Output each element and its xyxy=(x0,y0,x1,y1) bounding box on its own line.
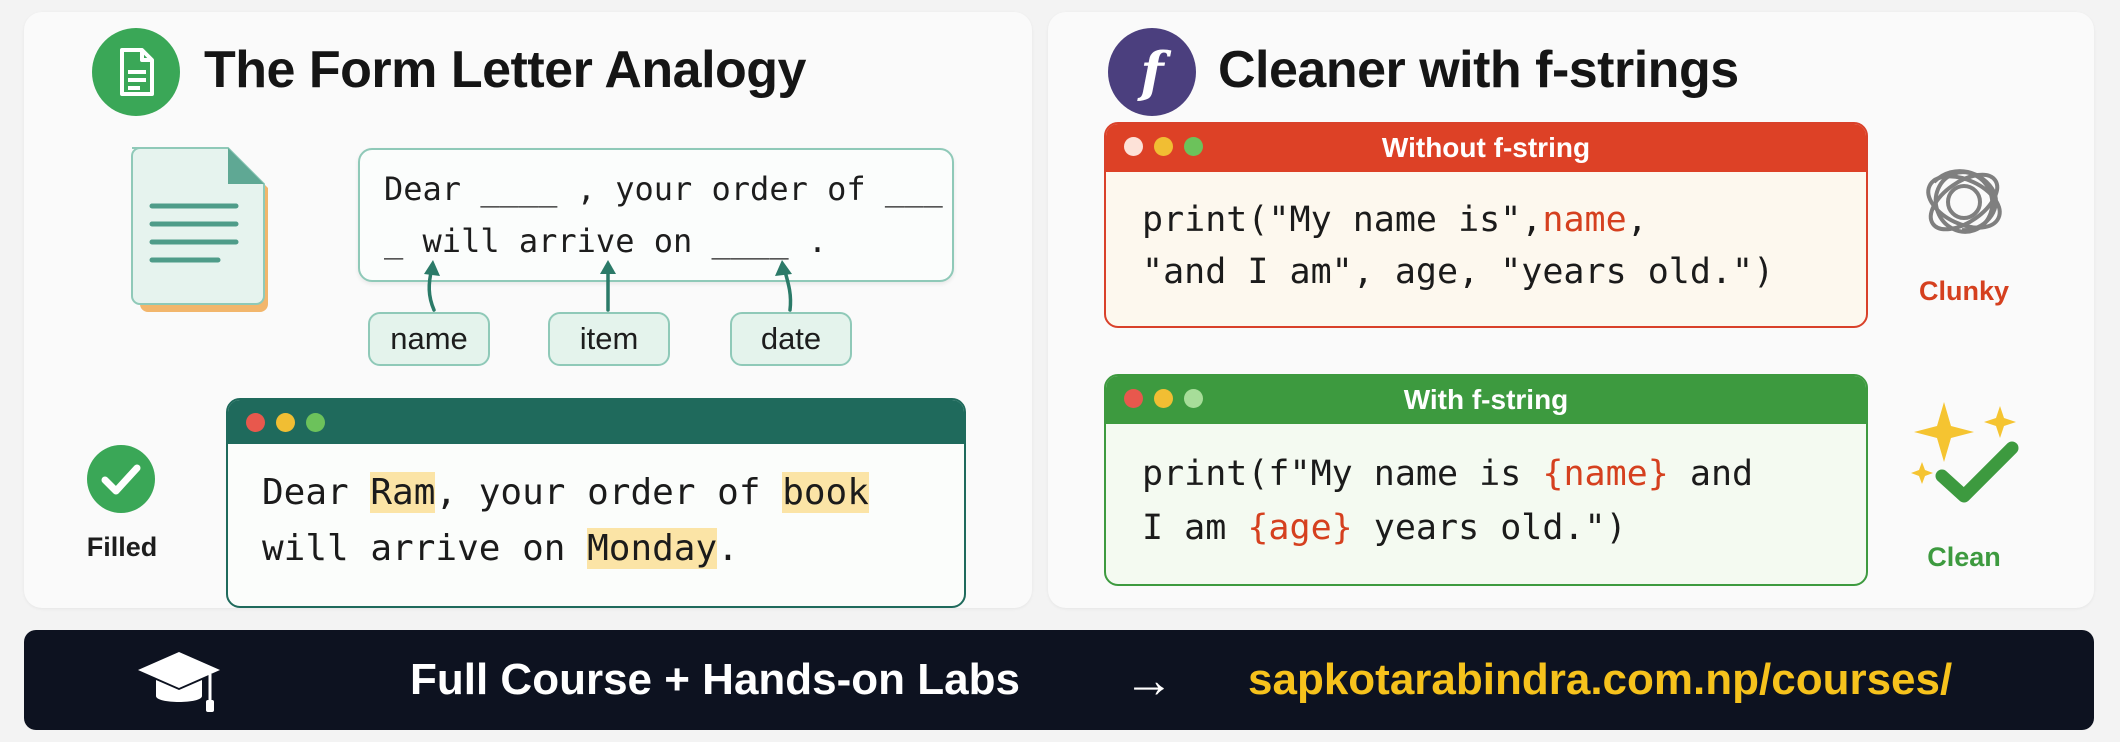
with-code-line-2: I am {age} years old.") xyxy=(1142,508,1627,548)
code-text: print("My name is", xyxy=(1142,200,1543,240)
filled-label: Filled xyxy=(86,532,158,562)
minimize-dot xyxy=(276,413,295,432)
maximize-dot xyxy=(306,413,325,432)
code-text: and xyxy=(1668,454,1754,494)
code-variable: {name} xyxy=(1542,454,1669,494)
filled-value-name: Ram xyxy=(370,472,436,513)
f-badge-icon: f xyxy=(1108,28,1196,116)
code-text: , xyxy=(1626,200,1648,240)
with-fstring-header: With f-string xyxy=(1403,384,1569,415)
close-dot xyxy=(1124,389,1143,408)
close-dot xyxy=(1124,137,1143,156)
course-banner-text: Full Course + Hands-on Labs xyxy=(410,655,1020,704)
template-line-2: _ will arrive on ____ . xyxy=(384,222,828,260)
without-fstring-header: Without f-string xyxy=(1381,132,1591,163)
with-fstring-titlebar: With f-string xyxy=(1106,376,1866,424)
check-circle-icon xyxy=(86,444,156,514)
sparkle-check-icon xyxy=(1908,396,2028,516)
with-code-line-1: print(f"My name is {name} and xyxy=(1142,454,1753,494)
minimize-dot xyxy=(1154,137,1173,156)
without-code-line-1: print("My name is",name, xyxy=(1142,200,1648,240)
filled-line-1: Dear Ram, your order of book xyxy=(262,472,869,513)
knot-icon xyxy=(1914,152,2014,252)
placeholder-item: item xyxy=(548,312,670,366)
f-badge-letter: f xyxy=(1140,40,1164,104)
filled-text: . xyxy=(717,528,739,569)
form-letter-panel: The Form Letter Analogy Dear ____ , your… xyxy=(24,12,1032,608)
filled-text: Dear xyxy=(262,472,371,513)
code-text: I am xyxy=(1142,508,1248,548)
fstring-panel: f Cleaner with f-strings Without f-strin… xyxy=(1048,12,2094,608)
template-line-1: Dear ____ , your order of ___ xyxy=(384,170,943,208)
document-badge-icon xyxy=(92,28,180,116)
close-dot xyxy=(246,413,265,432)
clean-label: Clean xyxy=(1927,542,2001,572)
filled-letter-window: Dear Ram, your order of book will arrive… xyxy=(226,398,966,608)
code-text: years old.") xyxy=(1352,508,1627,548)
filled-text: will arrive on xyxy=(262,528,588,569)
placeholder-name: name xyxy=(368,312,490,366)
clunky-label: Clunky xyxy=(1918,276,2010,306)
course-url-link[interactable]: sapkotarabindra.com.np/courses/ xyxy=(1248,655,1953,704)
filled-line-2: will arrive on Monday. xyxy=(262,528,739,569)
placeholder-arrows xyxy=(424,260,793,312)
maximize-dot xyxy=(1184,137,1203,156)
code-variable: name xyxy=(1542,200,1627,240)
filled-window-titlebar xyxy=(228,400,964,444)
without-code-line-2: "and I am", age, "years old.") xyxy=(1142,252,1775,292)
without-fstring-window: Without f-string print("My name is",name… xyxy=(1104,122,1868,328)
right-panel-title: Cleaner with f-strings xyxy=(1218,41,1739,99)
document-icon xyxy=(128,144,278,314)
filled-value-date: Monday xyxy=(587,528,718,569)
code-variable: {age} xyxy=(1247,508,1353,548)
code-text: print(f"My name is xyxy=(1142,454,1543,494)
graduation-cap-icon xyxy=(134,646,224,718)
course-banner[interactable]: Full Course + Hands-on Labs → sapkotarab… xyxy=(24,630,2094,730)
without-fstring-titlebar: Without f-string xyxy=(1106,124,1866,172)
letter-template: Dear ____ , your order of ___ _ will arr… xyxy=(358,148,954,282)
left-panel-title: The Form Letter Analogy xyxy=(204,41,806,99)
placeholder-date: date xyxy=(730,312,852,366)
filled-text: , your order of xyxy=(435,472,783,513)
maximize-dot xyxy=(1184,389,1203,408)
with-fstring-window: With f-string print(f"My name is {name} … xyxy=(1104,374,1868,586)
arrow-right-icon: → xyxy=(1124,652,1174,708)
minimize-dot xyxy=(1154,389,1173,408)
filled-value-item: book xyxy=(782,472,869,513)
